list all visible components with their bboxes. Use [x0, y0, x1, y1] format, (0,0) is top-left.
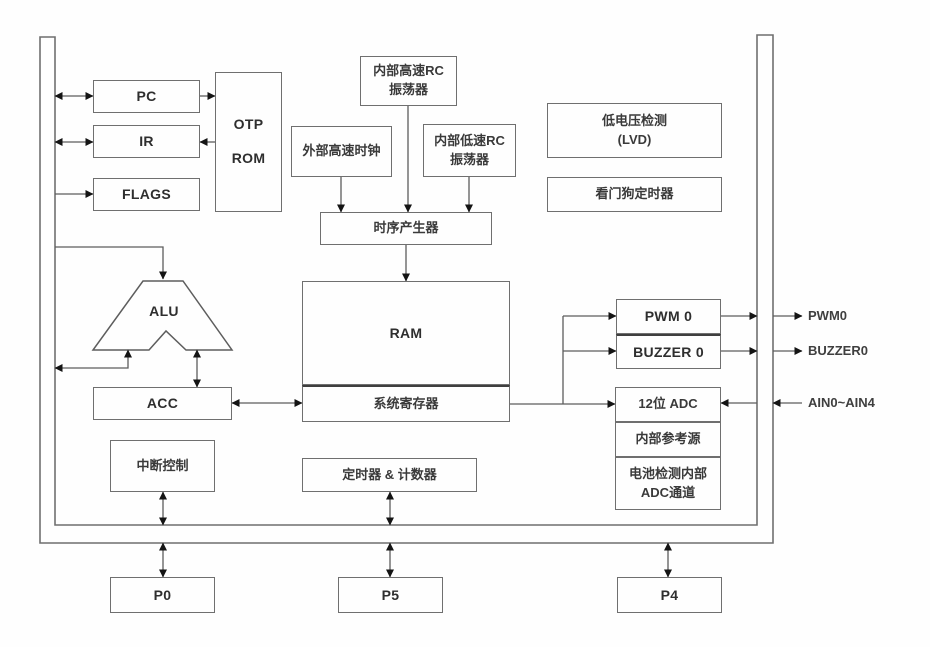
alu-label: ALU — [149, 302, 179, 319]
block-p4: P4 — [617, 577, 722, 613]
pin-label-buzzer0: BUZZER0 — [808, 343, 868, 358]
battery-adc-line2: ADC通道 — [640, 484, 696, 500]
block-internal-ls-rc-osc: 内部低速RC 振荡器 — [423, 124, 516, 177]
block-timing-generator: 时序产生器 — [320, 212, 492, 245]
block-watchdog-timer: 看门狗定时器 — [547, 177, 722, 212]
block-lvd: 低电压检测 (LVD) — [547, 103, 722, 158]
block-timer-counter: 定时器 & 计数器 — [302, 458, 477, 492]
line-alu-bus — [54, 349, 132, 372]
block-system-registers: 系统寄存器 — [302, 385, 510, 422]
pin-label-pwm0: PWM0 — [808, 308, 847, 323]
block-flags: FLAGS — [93, 178, 200, 211]
internal-hs-rc-line1: 内部高速RC — [373, 63, 444, 79]
block-adc: 12位 ADC — [615, 387, 721, 422]
otp-rom-line1: OTP — [233, 116, 264, 133]
block-buzzer0: BUZZER 0 — [616, 334, 721, 369]
block-interrupt-control: 中断控制 — [110, 440, 215, 492]
block-ram: RAM — [302, 281, 510, 385]
block-battery-adc-channel: 电池检测内部 ADC通道 — [615, 457, 721, 510]
lvd-line2: (LVD) — [617, 131, 652, 147]
block-pwm0: PWM 0 — [616, 299, 721, 334]
otp-rom-line2: ROM — [231, 150, 266, 166]
internal-ls-rc-line2: 振荡器 — [449, 151, 489, 167]
block-otp-rom: OTP ROM — [215, 72, 282, 212]
block-external-hs-clock: 外部高速时钟 — [291, 126, 392, 177]
block-acc: ACC — [93, 387, 232, 420]
bus-frame — [39, 34, 774, 544]
block-pc: PC — [93, 80, 200, 113]
block-internal-hs-rc-osc: 内部高速RC 振荡器 — [360, 56, 457, 106]
internal-ls-rc-line1: 内部低速RC — [434, 132, 505, 148]
internal-hs-rc-line2: 振荡器 — [388, 82, 428, 97]
lvd-line1: 低电压检测 — [601, 112, 667, 128]
block-ir: IR — [93, 125, 200, 158]
line-bus-alu-top — [55, 246, 167, 280]
block-p5: P5 — [338, 577, 443, 613]
pin-label-ain0-ain4: AIN0~AIN4 — [808, 395, 875, 410]
battery-adc-line1: 电池检测内部 — [628, 465, 707, 481]
block-p0: P0 — [110, 577, 215, 613]
block-internal-reference: 内部参考源 — [615, 422, 721, 457]
